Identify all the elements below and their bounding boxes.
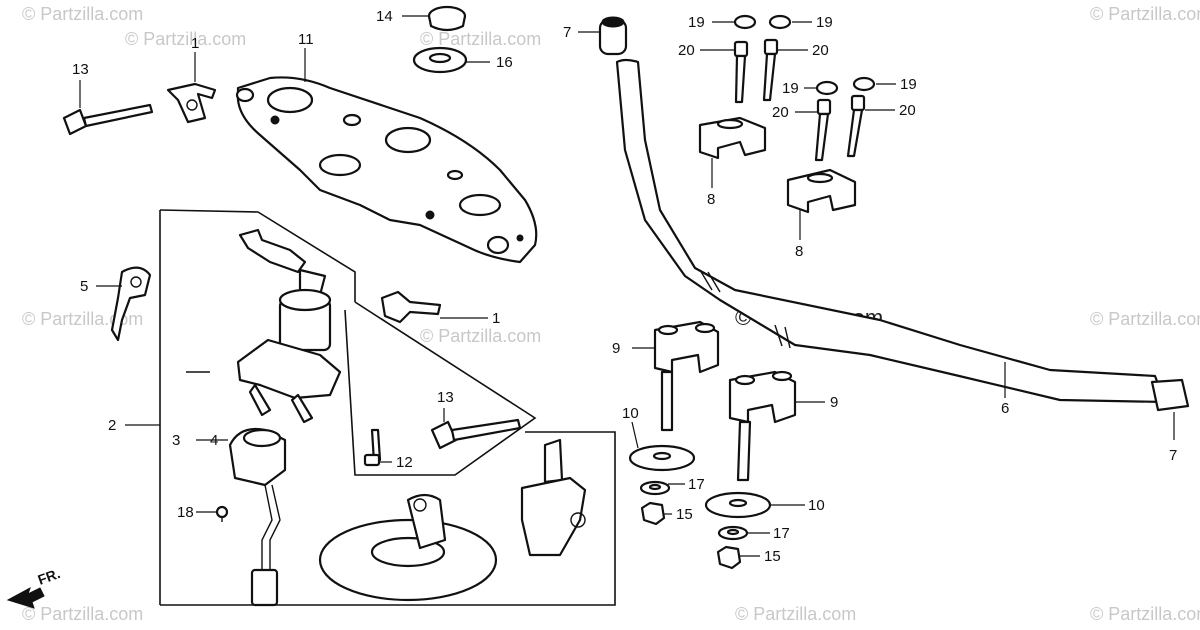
callout-3: 3: [172, 432, 180, 449]
part-18-screw: [215, 505, 229, 522]
callout-19-a: 19: [688, 14, 705, 31]
callout-1-mid: 1: [492, 310, 500, 327]
part-7-end-right: [1150, 378, 1190, 412]
part-1-clamp-top: [166, 82, 217, 124]
part-8-holder-b: [786, 168, 857, 214]
callout-14: 14: [376, 8, 393, 25]
leader-lines: [79, 15, 1175, 557]
part-fuel-cap-lock: [520, 438, 587, 557]
callout-7-right: 7: [1169, 447, 1177, 464]
part-fuel-cap: [318, 493, 498, 602]
callout-6: 6: [1001, 400, 1009, 417]
part-10-rubber-b: [704, 491, 772, 519]
part-15-nut-a: [640, 501, 666, 526]
callout-19-b: 19: [816, 14, 833, 31]
callout-13-top: 13: [72, 61, 89, 78]
part-12-bolt: [363, 428, 382, 467]
watermark-top-right: © Partzilla.com: [1090, 4, 1200, 24]
callout-13-mid: 13: [437, 389, 454, 406]
callout-2: 2: [108, 417, 116, 434]
part-ignition-switch: [236, 228, 342, 424]
callout-9-a: 9: [612, 340, 620, 357]
part-14-cap: [427, 5, 467, 32]
watermark-bottom-right: © Partzilla.com: [1090, 604, 1200, 624]
watermark-bottom-left: © Partzilla.com: [22, 604, 143, 624]
part-8-holder-a: [698, 116, 767, 160]
part-15-nut-b: [716, 545, 742, 570]
part-17-washer-b: [717, 525, 749, 541]
part-17-washer-a: [639, 480, 671, 496]
part-19-cap-d: [852, 76, 876, 92]
callout-10-a: 10: [622, 405, 639, 422]
watermark-top-left-2: © Partzilla.com: [125, 29, 246, 49]
callout-20-d: 20: [899, 102, 916, 119]
part-9-holder-a: [653, 320, 720, 432]
part-5-key: [110, 266, 152, 342]
callout-1-top: 1: [191, 35, 199, 52]
callout-17-a: 17: [688, 476, 705, 493]
callout-15-b: 15: [764, 548, 781, 565]
watermark-mid-right: © Partzilla.com: [1090, 309, 1200, 329]
part-2-assembly-frame: [159, 209, 616, 606]
part-6-handlebar: [615, 58, 1167, 404]
callout-17-b: 17: [773, 525, 790, 542]
callout-7-top: 7: [563, 24, 571, 41]
watermark-bottom-center: © Partzilla.com: [735, 604, 856, 624]
callout-18: 18: [177, 504, 194, 521]
part-1-clamp-mid: [380, 290, 442, 324]
callout-8-a: 8: [707, 191, 715, 208]
callout-12: 12: [396, 454, 413, 471]
callout-9-b: 9: [830, 394, 838, 411]
callout-5: 5: [80, 278, 88, 295]
front-direction-arrow: FR.: [6, 565, 63, 609]
callout-19-c: 19: [782, 80, 799, 97]
callout-11: 11: [298, 31, 314, 48]
callout-19-d: 19: [900, 76, 917, 93]
callout-20-a: 20: [678, 42, 695, 59]
part-16-washer: [412, 46, 468, 74]
front-arrow-label: FR.: [36, 565, 63, 588]
part-20-bolt-b: [762, 38, 779, 102]
part-7-end-top: [598, 16, 628, 56]
part-13-bolt-mid: [430, 418, 522, 450]
part-20-bolt-a: [733, 40, 749, 104]
part-20-bolt-c: [814, 98, 832, 162]
callout-labels: 14 16 11 13 1 5 1 2 3 4 18 12 13 7 6 7 8…: [72, 8, 1177, 565]
callout-16: 16: [496, 54, 513, 71]
part-11-top-bridge: [235, 76, 538, 264]
watermark-top-center: © Partzilla.com: [420, 29, 541, 49]
callout-20-c: 20: [772, 104, 789, 121]
part-4-lock: [228, 427, 287, 607]
callout-4: 4: [210, 432, 218, 449]
watermarks: © Partzilla.com © Partzilla.com © Partzi…: [22, 4, 1200, 624]
part-20-bolt-d: [846, 94, 866, 158]
part-9-holder-b: [728, 370, 797, 482]
part-13-bolt-top: [62, 103, 154, 136]
part-19-cap-a: [733, 14, 757, 30]
part-10-rubber-a: [628, 444, 696, 472]
callout-8-b: 8: [795, 243, 803, 260]
part-19-cap-b: [768, 14, 792, 30]
watermark-mid-center: © Partzilla.com: [420, 326, 541, 346]
part-19-cap-c: [815, 80, 839, 96]
callout-10-b: 10: [808, 497, 825, 514]
watermark-top-left: © Partzilla.com: [22, 4, 143, 24]
callout-20-b: 20: [812, 42, 829, 59]
callout-15-a: 15: [676, 506, 693, 523]
